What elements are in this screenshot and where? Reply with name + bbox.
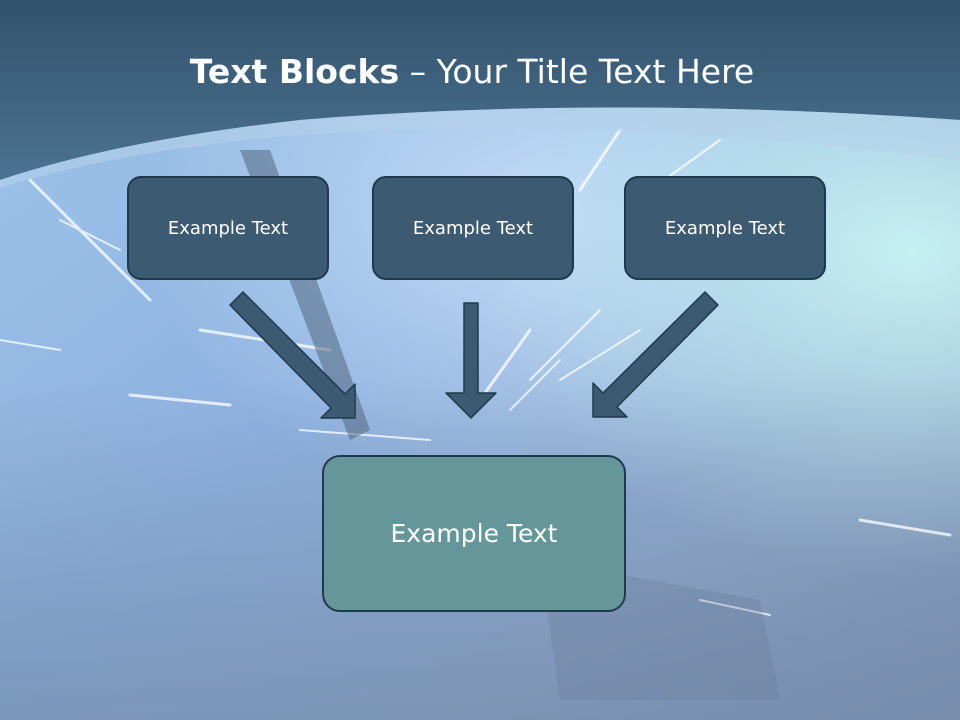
text-block-2-label: Example Text [412,217,534,239]
title-rest-part: – Your Title Text Here [399,52,755,91]
target-block-label: Example Text [390,519,558,548]
text-block-1: Example Text [127,176,329,280]
target-block: Example Text [322,455,626,612]
title-bold-part: Text Blocks [189,52,400,91]
text-block-3-label: Example Text [664,217,786,239]
text-block-2: Example Text [372,176,574,280]
text-block-3: Example Text [624,176,826,280]
slide-title: Text Blocks – Your Title Text Here [0,52,944,91]
text-block-1-label: Example Text [167,217,289,239]
